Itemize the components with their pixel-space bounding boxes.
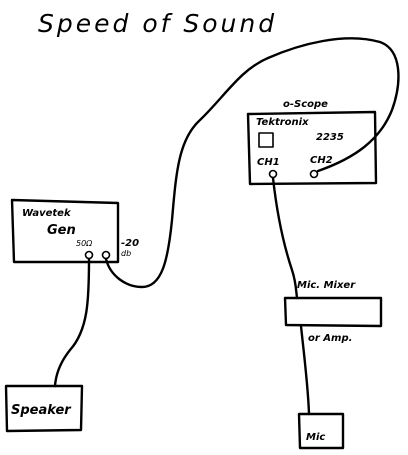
mixer-label-top: Mic. Mixer — [297, 280, 356, 291]
wire-mixer-to-mic — [299, 324, 311, 416]
generator-50ohm-label: 50Ω — [76, 239, 93, 248]
oscilloscope-brand: Tektronix — [256, 117, 309, 128]
oscilloscope-ch1-label: CH1 — [257, 157, 280, 168]
wire-generator-to-ch2 — [104, 37, 400, 289]
oscilloscope: o-Scope Tektronix 2235 CH1 CH2 — [246, 99, 378, 186]
mic-box — [297, 412, 345, 450]
function-generator: Wavetek Gen 50Ω -20 db — [10, 198, 139, 264]
oscilloscope-ch2-label: CH2 — [310, 155, 333, 166]
wire-ch1-to-mixer — [271, 176, 299, 300]
speaker: Speaker — [4, 384, 84, 433]
oscilloscope-model: 2235 — [316, 132, 344, 143]
oscilloscope-screen-icon — [258, 132, 274, 148]
generator-name: Wavetek — [22, 208, 72, 219]
50ohm-output-connector-icon — [84, 250, 94, 260]
oscilloscope-label: o-Scope — [283, 99, 328, 110]
oscilloscope-box — [246, 110, 378, 186]
wire-generator-to-speaker — [53, 257, 91, 388]
generator-type: Gen — [47, 223, 76, 238]
ch1-connector-icon — [268, 169, 278, 179]
20db-output-connector-icon — [101, 250, 111, 260]
microphone: Mic — [297, 412, 345, 450]
diagram-title: Speed of Sound — [38, 9, 277, 38]
mic-mixer: Mic. Mixer or Amp. — [283, 280, 383, 344]
ch2-connector-icon — [309, 169, 319, 179]
generator-box — [10, 198, 120, 264]
speaker-box — [4, 384, 84, 433]
generator-20db-top-label: -20 — [121, 238, 139, 249]
mixer-box — [283, 296, 383, 328]
generator-20db-bottom-label: db — [121, 249, 131, 258]
speaker-label: Speaker — [11, 403, 72, 418]
mic-label: Mic — [306, 432, 325, 443]
mixer-label-bottom: or Amp. — [308, 333, 352, 344]
